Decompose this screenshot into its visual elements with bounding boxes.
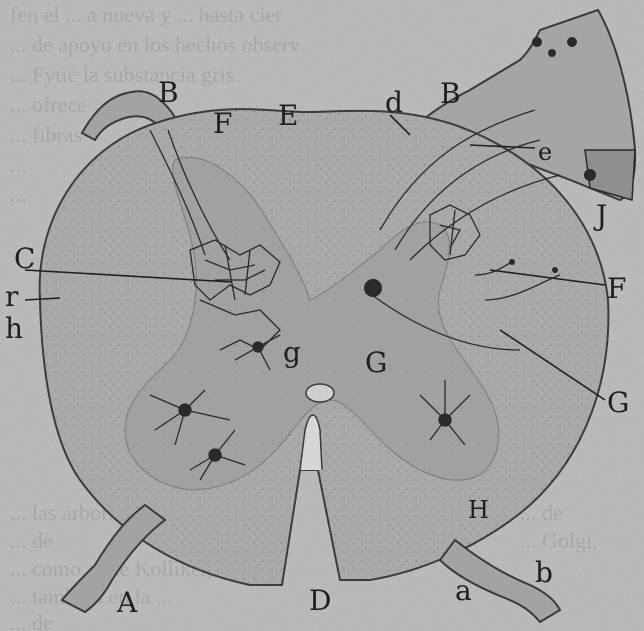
bg-text-line: ... de apoyo en los hechos observ: [10, 32, 300, 57]
cell-body-G: [364, 279, 382, 297]
label-r: r: [5, 280, 19, 313]
central-canal: [306, 384, 334, 402]
bg-text-line: ...: [10, 182, 27, 207]
cell-body-small: [509, 259, 515, 265]
label-E: E: [278, 99, 298, 132]
label-J: J: [593, 199, 607, 232]
label-e: e: [538, 138, 552, 166]
bg-text-line: ... Fytic la substancia gris: [10, 62, 234, 87]
label-A: A: [116, 586, 138, 619]
label-b: b: [535, 556, 553, 589]
label-d: d: [385, 86, 403, 119]
bg-text-line: ... de: [10, 528, 53, 553]
bg-text-line: ... Golgi,: [520, 528, 598, 553]
bg-text-line: ... fibras: [10, 122, 82, 147]
label-B-right: B: [440, 77, 461, 110]
label-B-left: B: [158, 76, 179, 109]
label-G-center: G: [365, 346, 387, 379]
label-G-right: G: [607, 386, 629, 419]
label-a: a: [455, 574, 472, 607]
cell-body-small: [552, 267, 558, 273]
bg-text-line: ...: [10, 152, 27, 177]
label-F-top: F: [213, 107, 232, 140]
bg-text-line: ... de: [10, 610, 53, 631]
label-F-right: F: [607, 272, 626, 305]
label-D: D: [309, 584, 331, 617]
label-C: C: [14, 242, 35, 275]
label-H: H: [468, 496, 489, 524]
label-h: h: [5, 312, 23, 345]
label-g: g: [283, 336, 301, 369]
bg-text-line: ... ofrece: [10, 92, 87, 117]
bg-text-line: fen el ... a nueva y ... hasta cier: [10, 2, 283, 27]
